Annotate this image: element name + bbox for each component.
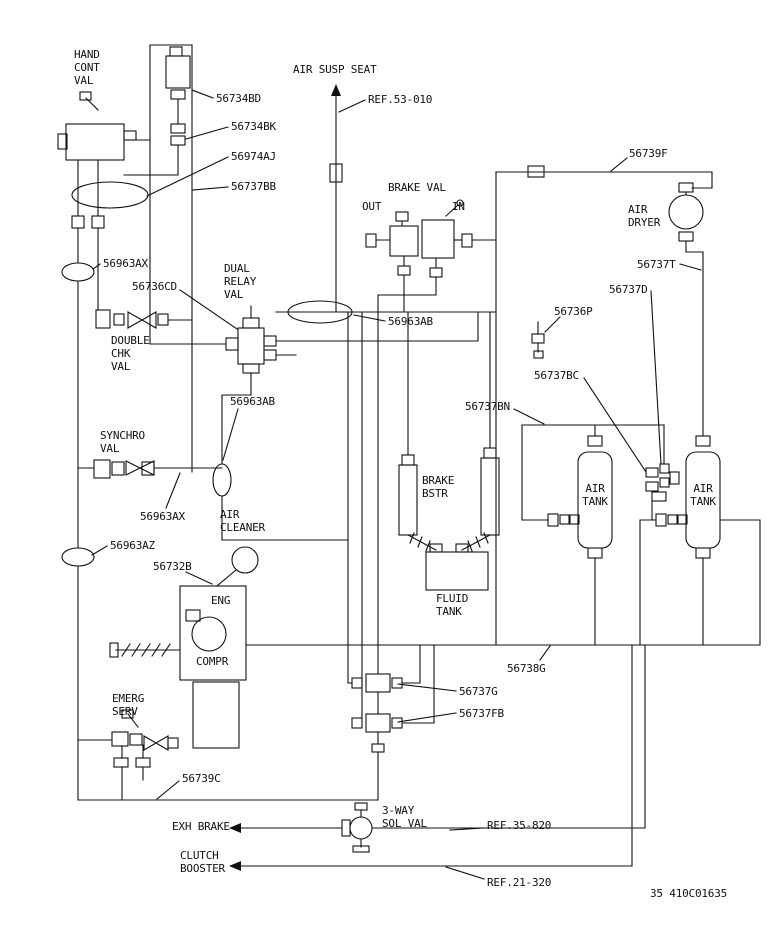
part-label-56737bb: 56737BB	[231, 180, 276, 193]
ref-label-35-820: REF.35-820	[487, 819, 552, 832]
part-label-56963az: 56963AZ	[110, 539, 155, 552]
part-label-56732b: 56732B	[153, 560, 192, 573]
air-dryer-symbol	[495, 165, 713, 646]
part-label-56739c: 56739C	[182, 772, 221, 785]
label-air-tank-right: AIR TANK	[690, 482, 716, 508]
leader-lines	[91, 89, 702, 880]
label-air-susp-seat: AIR SUSP SEAT	[293, 63, 377, 76]
label-clutch-booster: CLUTCH BOOSTER	[180, 849, 225, 875]
part-label-56739f: 56739F	[629, 147, 668, 160]
part-label-56737bc: 56737BC	[534, 369, 579, 382]
air-susp-seat-line	[329, 84, 343, 313]
part-label-56736p: 56736P	[554, 305, 593, 318]
label-eng: ENG	[211, 594, 231, 607]
drawing-number: 35 410C01635	[650, 887, 728, 900]
brake-booster-symbol	[398, 311, 500, 591]
engine-compressor-symbol	[109, 519, 761, 749]
label-3way-sol-val: 3-WAY SOL VAL	[382, 804, 427, 830]
label-air-dryer: AIR DRYER	[628, 203, 661, 229]
label-double-chk-val: DOUBLE CHK VAL	[111, 334, 150, 373]
brake-valve-symbol	[365, 199, 497, 675]
label-in-port: IN	[452, 200, 465, 213]
part-label-56963ax-upper: 56963AX	[103, 257, 148, 270]
part-label-56737t: 56737T	[637, 258, 676, 271]
emergency-service-valve-symbol	[77, 709, 179, 801]
part-label-56736cd: 56736CD	[132, 280, 177, 293]
part-label-56963ax-lower: 56963AX	[140, 510, 185, 523]
synchro-valve-symbol	[77, 459, 223, 479]
part-label-56737g: 56737G	[459, 685, 498, 698]
ref-label-53-010: REF.53-010	[368, 93, 433, 106]
drain-valve-symbol	[531, 321, 545, 359]
double-check-valve-symbol	[95, 309, 193, 329]
label-exh-brake: EXH BRAKE	[172, 820, 230, 833]
label-fluid-tank: FLUID TANK	[436, 592, 469, 618]
center-pipe-bundle	[347, 311, 363, 719]
left-piping	[61, 227, 379, 801]
air-tank-left-symbol	[521, 424, 665, 646]
tank-fitting-cluster	[645, 424, 680, 521]
label-emerg-serv: EMERG SERV	[112, 692, 145, 718]
ref-label-21-320: REF.21-320	[487, 876, 552, 889]
part-label-56734bd: 56734BD	[216, 92, 261, 105]
protection-valve-cluster	[351, 644, 435, 801]
center-hose-line	[275, 300, 497, 324]
label-air-tank-left: AIR TANK	[582, 482, 608, 508]
label-hand-cont-val: HAND CONT VAL	[74, 48, 100, 87]
part-label-56963ab-center: 56963AB	[230, 395, 275, 408]
part-label-56737fb: 56737FB	[459, 707, 504, 720]
part-label-56737d: 56737D	[609, 283, 648, 296]
part-label-56737bn: 56737BN	[465, 400, 510, 413]
label-brake-bstr: BRAKE BSTR	[422, 474, 455, 500]
label-air-cleaner: AIR CLEANER	[220, 508, 265, 534]
part-label-56734bk: 56734BK	[231, 120, 276, 133]
dual-relay-valve-symbol	[149, 305, 479, 541]
air-tank-right-symbol	[639, 435, 721, 646]
part-label-56963ab-right: 56963AB	[388, 315, 433, 328]
label-out-port: OUT	[362, 200, 382, 213]
solenoid-valve-symbol	[229, 644, 646, 871]
part-label-56974aj: 56974AJ	[231, 150, 276, 163]
label-synchro-val: SYNCHRO VAL	[100, 429, 145, 455]
label-dual-relay-val: DUAL RELAY VAL	[224, 262, 257, 301]
part-label-56738g: 56738G	[507, 662, 546, 675]
label-compr: COMPR	[196, 655, 229, 668]
label-brake-val: BRAKE VAL	[388, 181, 446, 194]
